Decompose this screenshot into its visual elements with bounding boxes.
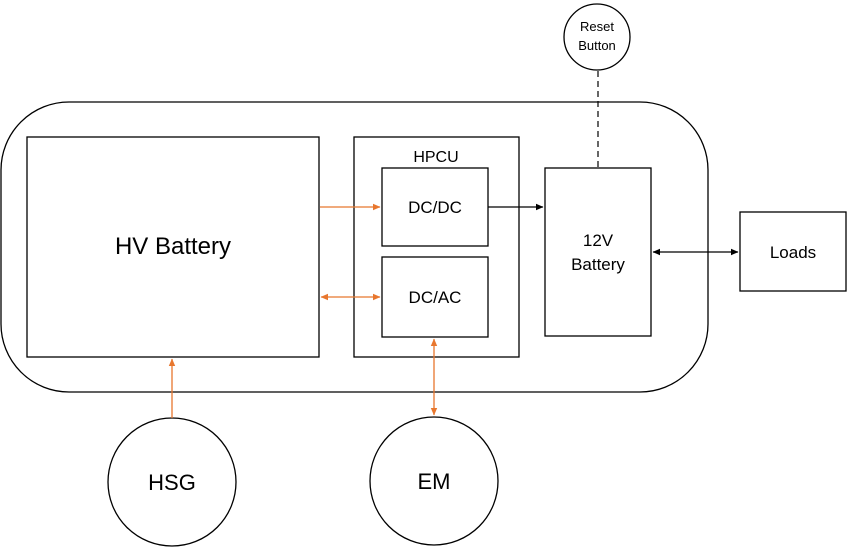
loads-label: Loads (770, 243, 816, 262)
dcac-box (381, 256, 489, 338)
loads-box (739, 211, 847, 292)
battery-12v-label-line2: Battery (571, 255, 625, 274)
reset-button-label-line2: Button (578, 38, 616, 53)
dcac-block: DC/AC (381, 256, 489, 338)
hsg-label: HSG (148, 470, 196, 495)
battery-12v-label-line1: 12V (583, 231, 614, 250)
loads-block: Loads (739, 211, 847, 292)
hpcu-label: HPCU (413, 149, 458, 166)
vehicle-enclosure (0, 101, 709, 393)
dcdc-label: DC/DC (408, 198, 462, 217)
reset-button-circle (563, 3, 631, 71)
reset-button-node: Reset Button (563, 3, 631, 71)
hv-battery-box (26, 136, 320, 358)
em-circle (369, 416, 499, 546)
hv-battery-label: HV Battery (115, 233, 231, 260)
hsg-node: HSG (107, 417, 237, 547)
battery-12v-block: 12V Battery (544, 167, 652, 337)
dcdc-block: DC/DC (381, 167, 489, 247)
em-label: EM (418, 469, 451, 494)
reset-button-label-line1: Reset (580, 19, 614, 34)
dcdc-box (381, 167, 489, 247)
dcac-label: DC/AC (409, 288, 462, 307)
battery-12v-box (544, 167, 652, 337)
em-node: EM (369, 416, 499, 546)
hv-battery-block: HV Battery (26, 136, 320, 358)
